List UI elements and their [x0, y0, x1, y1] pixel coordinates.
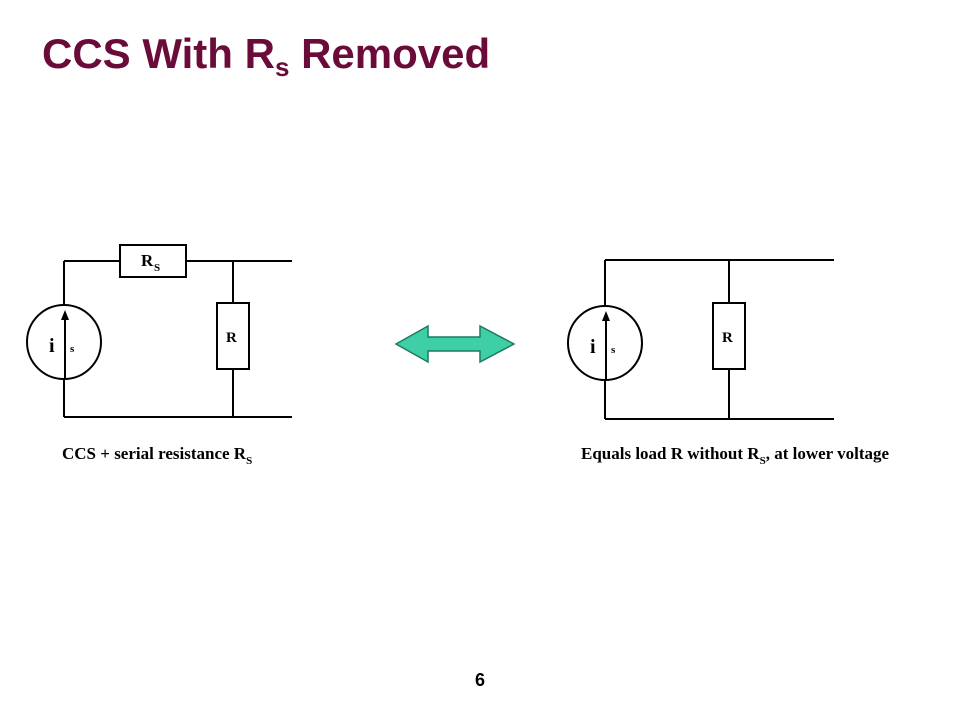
right-circuit: i s R Equals load R without RS, at lower…	[567, 259, 890, 467]
left-circuit: i s R S R CCS + serial resistance RS	[26, 244, 292, 467]
left-current-source: i s	[26, 304, 102, 380]
left-wires	[63, 260, 292, 418]
source-label-s: s	[70, 343, 75, 355]
right-wires	[604, 259, 834, 420]
series-resistor-rs: R S	[119, 244, 187, 278]
left-load-resistor: R	[216, 302, 250, 370]
right-current-source: i s	[567, 305, 643, 381]
source-label-s: s	[611, 344, 616, 356]
right-caption: Equals load R without RS, at lower volta…	[581, 444, 890, 467]
load-resistor-label: R	[722, 330, 733, 346]
source-label-i: i	[49, 335, 55, 357]
series-resistor-label: R	[141, 251, 154, 270]
left-caption: CCS + serial resistance RS	[62, 444, 252, 467]
double-arrow-icon	[394, 324, 516, 364]
series-resistor-label-sub: S	[154, 262, 160, 274]
slide-title: CCS With Rs Removed	[42, 30, 491, 82]
page-number: 6	[474, 670, 485, 690]
right-load-resistor: R	[712, 302, 746, 370]
source-label-i: i	[590, 336, 596, 358]
load-resistor-label: R	[226, 330, 237, 346]
